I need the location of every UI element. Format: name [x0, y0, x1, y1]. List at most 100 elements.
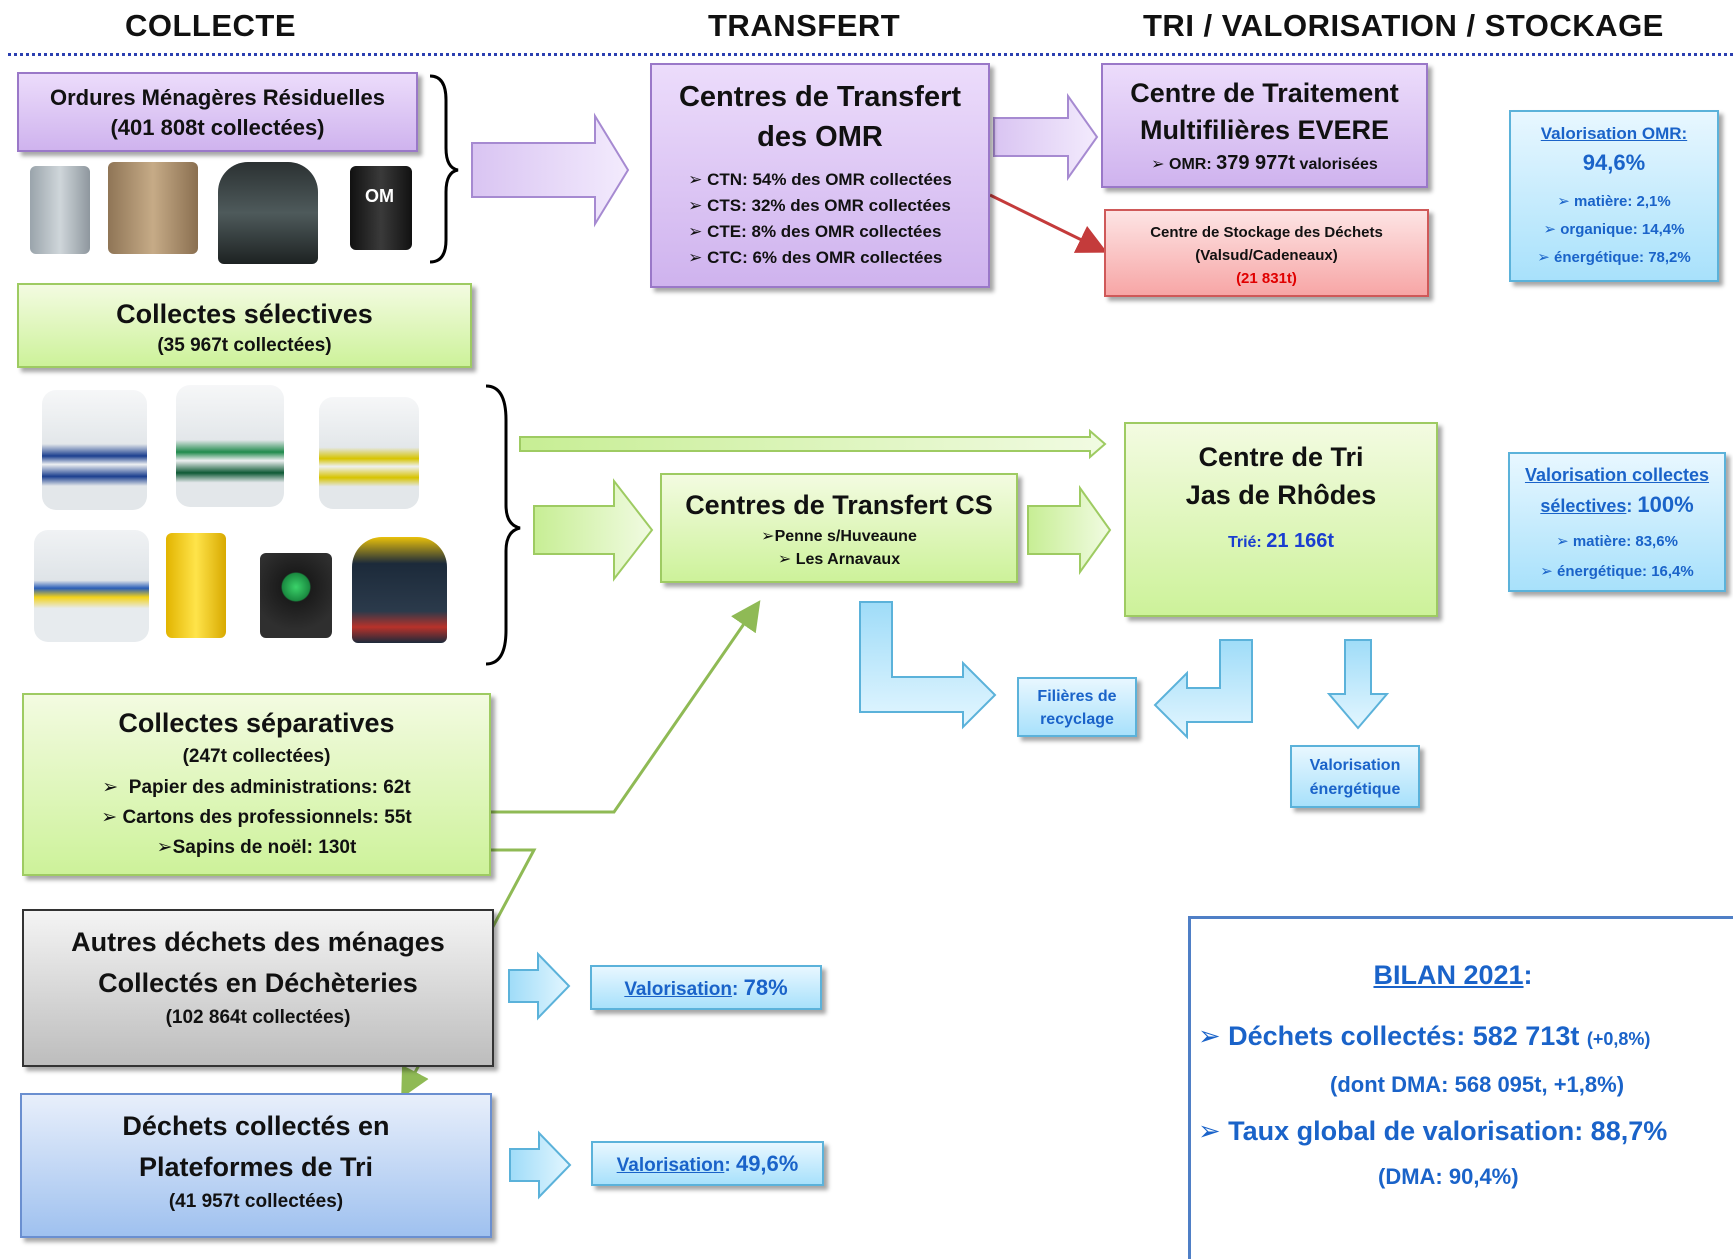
- valo-omr-item: ➢ organique: 14,4%: [1543, 221, 1685, 238]
- om-column-icon: OM: [350, 166, 412, 250]
- transfert-omr-title1: Centres de Transfert: [678, 81, 962, 113]
- valo-cs-item: ➢ énergétique: 16,4%: [1540, 563, 1694, 580]
- valo-plat-label: Valorisation: [616, 1155, 725, 1176]
- list-item: ➢ CTS: 32% des OMR collectées: [688, 196, 951, 215]
- bilan-title: BILAN 2021: [1373, 960, 1524, 990]
- omr-brace: [429, 74, 459, 264]
- plateformes-title2: Plateformes de Tri: [138, 1152, 374, 1182]
- bilan-line1: ➢ Déchets collectés: 582 713t (+0,8%): [1198, 1021, 1651, 1051]
- filieres-line1: Filières de: [1037, 688, 1117, 705]
- filieres-box: Filières de recyclage: [1017, 677, 1137, 737]
- omr-title: Ordures Ménagères Résiduelles: [49, 85, 386, 110]
- evere-title1: Centre de Traitement: [1130, 78, 1399, 108]
- decheteries-title2: Collectés en Déchèteries: [98, 968, 418, 998]
- arrow-omr-transfert: [471, 112, 630, 228]
- tri-title2: Jas de Rhôdes: [1185, 480, 1377, 510]
- arrow-transfertcs-tri: [1027, 484, 1112, 576]
- stockage-box: Centre de Stockage des Déchets (Valsud/C…: [1104, 209, 1429, 297]
- blue-yellow-container-icon: [34, 530, 149, 642]
- evere-omr-line: ➢ OMR: 379 977t valorisées: [1151, 152, 1378, 174]
- header-separator: [8, 53, 1733, 56]
- omr-sub: (401 808t collectées): [110, 115, 325, 140]
- plateformes-title1: Déchets collectés en: [122, 1111, 390, 1141]
- bilan-title-row: BILAN 2021:: [1373, 960, 1533, 990]
- arrow-dech-valo: [508, 951, 571, 1021]
- stockage-line1: Centre de Stockage des Déchets: [1150, 224, 1383, 241]
- separatives-item: ➢Sapins de noël: 130t: [156, 837, 357, 858]
- cs-containers: [30, 385, 470, 650]
- valo-energie-line2: énergétique: [1309, 781, 1401, 798]
- cs-sub: (35 967t collectées): [157, 335, 332, 356]
- list-item: ➢ CTC: 6% des OMR collectées: [688, 248, 943, 267]
- line-separatives-transfertcs: [486, 600, 761, 814]
- valo-cs-box: Valorisation collectes sélectives: 100% …: [1508, 452, 1726, 592]
- valo-energie-box: Valorisation énergétique: [1290, 745, 1420, 808]
- bilan-line3: ➢ Taux global de valorisation: 88,7%: [1198, 1116, 1668, 1146]
- transfert-omr-title2: des OMR: [757, 121, 883, 153]
- plateformes-box: Déchets collectés en Plateformes de Tri …: [20, 1093, 492, 1238]
- tri-box: Centre de Tri Jas de Rhôdes Trié: 21 166…: [1124, 422, 1438, 617]
- transfert-omr-box: Centres de Transfert des OMR ➢ CTN: 54% …: [650, 63, 990, 288]
- arrow-to-stockage: [989, 193, 1108, 253]
- arrow-tri-filieres: [1153, 639, 1253, 740]
- bilan-line2: (dont DMA: 568 095t, +1,8%): [1330, 1072, 1625, 1097]
- grey-bin-icon: [30, 166, 90, 254]
- header-collecte: COLLECTE: [125, 8, 297, 43]
- omr-bins: OM: [22, 160, 422, 270]
- transfert-cs-title: Centres de Transfert CS: [685, 490, 993, 520]
- valo-cs-item: ➢ matière: 83,6%: [1556, 533, 1678, 550]
- transfert-omr-list: ➢ CTN: 54% des OMR collectées ➢ CTS: 32%…: [688, 167, 952, 271]
- transfert-cs-box: Centres de Transfert CS ➢Penne s/Huveaun…: [660, 473, 1018, 583]
- bilan-line4: (DMA: 90,4%): [1378, 1164, 1519, 1189]
- tri-title1: Centre de Tri: [1198, 442, 1364, 472]
- yellow-wave-container-icon: [319, 397, 419, 509]
- valo-omr-item: ➢ énergétique: 78,2%: [1537, 249, 1691, 266]
- stockage-line2: (Valsud/Cadeneaux): [1195, 247, 1338, 264]
- evere-box: Centre de Traitement Multifilières EVERE…: [1101, 63, 1428, 188]
- yellow-bin-icon: [166, 533, 226, 638]
- cs-box: Collectes sélectives (35 967t collectées…: [17, 283, 472, 368]
- dark-container-icon: [218, 162, 318, 264]
- stockage-line3: (21 831t): [1236, 270, 1297, 287]
- valo-dech-pct: 78%: [743, 975, 788, 1000]
- cs-brace: [485, 384, 521, 666]
- separatives-item: ➢ Papier des administrations: 62t: [102, 777, 411, 798]
- decheteries-sub: (102 864t collectées): [165, 1007, 351, 1028]
- valo-dech-box: Valorisation: 78%: [590, 965, 822, 1010]
- bilan-content: BILAN 2021: ➢ Déchets collectés: 582 713…: [1198, 960, 1733, 1200]
- valo-omr-title: Valorisation OMR:: [1540, 124, 1688, 143]
- blue-wave-container-icon: [42, 390, 147, 510]
- valo-dech-label: Valorisation: [624, 979, 733, 1000]
- brown-bin-icon: [108, 162, 198, 254]
- separatives-title: Collectes séparatives: [118, 708, 395, 738]
- separatives-sub: (247t collectées): [182, 746, 331, 767]
- arrow-tri-energie: [1326, 639, 1390, 730]
- decheteries-title1: Autres déchets des ménages: [71, 927, 445, 957]
- valo-omr-pct: 94,6%: [1582, 150, 1646, 175]
- tri-trie: Trié: 21 166t: [1227, 530, 1335, 552]
- valo-omr-item: ➢ matière: 2,1%: [1557, 193, 1671, 210]
- header-tri: TRI / VALORISATION / STOCKAGE: [1143, 8, 1664, 43]
- multicolor-container-icon: [352, 537, 447, 643]
- valo-plat-pct: 49,6%: [735, 1151, 799, 1176]
- decheteries-box: Autres déchets des ménages Collectés en …: [22, 909, 494, 1067]
- list-item: ➢ CTE: 8% des OMR collectées: [688, 222, 942, 241]
- valo-cs-title1: Valorisation collectes: [1524, 465, 1710, 485]
- list-item: ➢ CTN: 54% des OMR collectées: [688, 170, 952, 189]
- glass-column-icon: [260, 553, 332, 638]
- valo-energie-line1: Valorisation: [1309, 757, 1401, 774]
- arrow-cs-transfert: [533, 478, 654, 582]
- valo-cs-title2: sélectives: 100%: [1540, 492, 1694, 517]
- plateformes-sub: (41 957t collectées): [168, 1191, 344, 1212]
- arrow-plat-valo: [509, 1130, 572, 1200]
- filieres-line2: recyclage: [1040, 711, 1114, 728]
- separatives-box: Collectes séparatives (247t collectées) …: [22, 693, 491, 876]
- bilan-box: [1188, 916, 1733, 1259]
- arrow-cs-direct-tri: [519, 428, 1107, 460]
- valo-plat-box: Valorisation: 49,6%: [591, 1141, 824, 1186]
- green-wave-container-icon: [176, 385, 284, 507]
- omr-box: Ordures Ménagères Résiduelles (401 808t …: [17, 72, 418, 152]
- cs-title: Collectes sélectives: [116, 299, 373, 329]
- valo-omr-box: Valorisation OMR: 94,6% ➢ matière: 2,1% …: [1509, 110, 1719, 282]
